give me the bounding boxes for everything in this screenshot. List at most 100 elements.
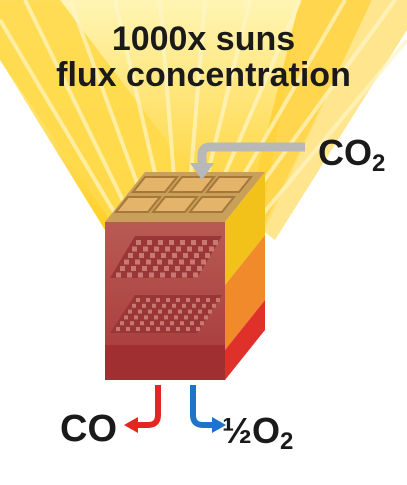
porous-cell: [184, 315, 188, 320]
sun-ray-streaks: [0, 0, 407, 224]
porous-cell: [161, 253, 166, 258]
reactor-front-face: [105, 222, 225, 380]
porous-cell: [202, 240, 207, 245]
porous-cell: [149, 272, 154, 278]
porous-cell: [153, 266, 158, 271]
porous-cell: [209, 246, 214, 252]
porous-cell: [183, 253, 188, 258]
porous-cell: [131, 266, 136, 271]
sun-ray-streak: [158, 0, 177, 191]
porous-cell: [128, 309, 132, 314]
porous-cell: [160, 272, 165, 278]
porous-cell: [162, 303, 166, 308]
porous-cell: [200, 321, 204, 326]
sun-ray-streak: [218, 0, 302, 186]
porous-cell: [144, 315, 148, 320]
porous-cell: [169, 240, 174, 245]
porous-cell: [160, 321, 164, 326]
porous-cell: [188, 309, 192, 314]
porous-cell: [154, 315, 158, 320]
porous-cell: [194, 315, 198, 320]
o2-outlet-arrow: [190, 385, 226, 433]
porous-cell: [180, 240, 185, 245]
porous-cell: [204, 315, 208, 320]
porous-cell: [138, 272, 143, 278]
porous-cell: [136, 240, 141, 245]
porous-cell: [197, 266, 202, 271]
porous-cell: [166, 327, 170, 331]
porous-cell: [146, 327, 150, 331]
porous-cell: [174, 315, 178, 320]
porous-cell: [136, 327, 140, 331]
sun-ray-streak: [23, 0, 132, 216]
porous-cell: [206, 298, 210, 302]
sun-ray-streak: [260, 38, 407, 217]
porous-cell: [157, 259, 162, 265]
reactor-top-face: [105, 172, 265, 222]
porous-cell: [193, 272, 198, 278]
porous-cell: [116, 327, 120, 331]
co-outlet-arrow: [124, 385, 161, 433]
porous-cell: [176, 298, 180, 302]
porous-cell: [198, 246, 203, 252]
porous-cell: [139, 253, 144, 258]
porous-cell: [124, 315, 128, 320]
reactor-right-face: [225, 172, 265, 380]
porous-cell: [186, 266, 191, 271]
co-label: CO: [60, 408, 117, 450]
half-o2-label-main: ½O: [222, 410, 281, 451]
porous-cell: [190, 259, 195, 265]
porous-cell: [198, 309, 202, 314]
porous-cell: [126, 327, 130, 331]
sun-ray-streak: [113, 0, 162, 196]
porous-cell: [191, 240, 196, 245]
porous-cell: [140, 321, 144, 326]
porous-cell: [212, 303, 216, 308]
porous-cell: [179, 259, 184, 265]
half-o2-label-subscript: 2: [280, 428, 294, 455]
porous-cell: [156, 298, 160, 302]
porous-cell: [196, 298, 200, 302]
porous-cell: [186, 298, 190, 302]
porous-cell: [152, 303, 156, 308]
porous-cell: [182, 272, 187, 278]
porous-cell: [165, 246, 170, 252]
porous-cell: [168, 309, 172, 314]
porous-cell: [186, 327, 190, 331]
porous-cell: [128, 253, 133, 258]
porous-cell: [124, 259, 129, 265]
porous-cell: [178, 309, 182, 314]
porous-cell: [148, 309, 152, 314]
porous-cell: [120, 321, 124, 326]
porous-cell: [176, 327, 180, 331]
half-o2-label: ½O2: [222, 410, 293, 456]
porous-cell: [202, 303, 206, 308]
porous-cell: [143, 246, 148, 252]
porous-cell: [180, 321, 184, 326]
porous-cell: [127, 272, 132, 278]
porous-cell: [150, 253, 155, 258]
porous-cell: [158, 309, 162, 314]
diagram-title-line-1: 1000x suns: [111, 20, 296, 58]
porous-cell: [201, 259, 206, 265]
porous-cell: [182, 303, 186, 308]
sun-ray-streak: [68, 0, 147, 206]
porous-cell: [176, 246, 181, 252]
diagram-title-line-2: flux concentration: [56, 56, 351, 94]
porous-cell: [130, 321, 134, 326]
porous-cell: [213, 240, 218, 245]
porous-cell: [205, 253, 210, 258]
porous-cell: [120, 266, 125, 271]
sun-ray-streak: [0, 18, 122, 224]
porous-cell: [187, 246, 192, 252]
porous-cell: [194, 253, 199, 258]
porous-cell: [132, 303, 136, 308]
porous-cell: [156, 327, 160, 331]
porous-cell: [172, 303, 176, 308]
co2-inlet-arrow: [190, 142, 305, 180]
porous-cell: [142, 266, 147, 271]
sun-ray-streak: [233, 0, 347, 192]
porous-cell: [170, 321, 174, 326]
